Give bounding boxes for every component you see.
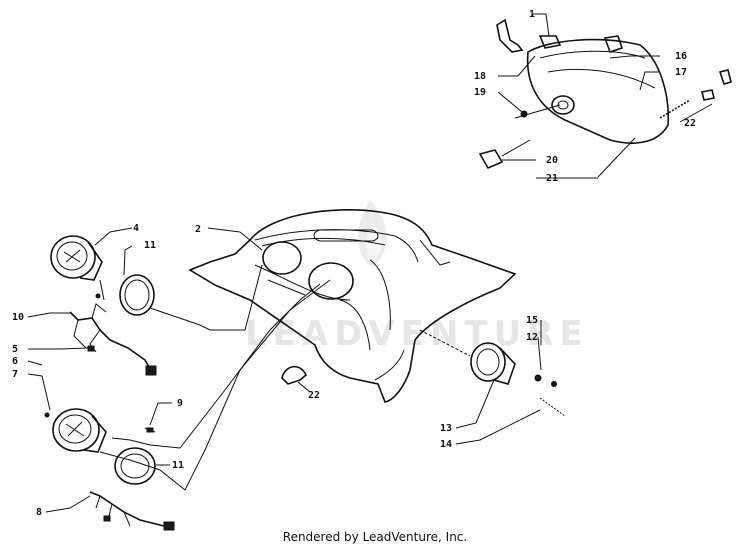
callout-8: 8 <box>36 507 42 518</box>
headlight-assembly-part <box>478 18 732 178</box>
bezel-clip-part <box>281 365 307 385</box>
callout-5: 5 <box>12 344 18 355</box>
wiring-harness-upper-part <box>69 303 157 376</box>
hood-console-part <box>188 209 517 403</box>
callout-15: 15 <box>526 315 538 326</box>
callout-20: 20 <box>546 155 558 166</box>
callout-11-upper: 11 <box>144 240 156 251</box>
callout-7: 7 <box>12 369 18 380</box>
callout-14: 14 <box>440 439 452 450</box>
callout-12: 12 <box>526 332 538 343</box>
callout-2: 2 <box>195 224 201 235</box>
tachometer-gauge-part <box>44 408 156 485</box>
footer-credit: Rendered by LeadVenture, Inc. <box>282 530 468 544</box>
callout-19: 19 <box>474 87 486 98</box>
callout-9: 9 <box>177 398 183 409</box>
leader-lines <box>27 13 713 513</box>
wiring-harness-lower-part <box>89 491 175 531</box>
callout-22-lower: 22 <box>308 390 320 401</box>
callout-labels: 1 2 4 5 6 7 8 9 10 11 11 12 13 14 15 16 … <box>12 9 696 518</box>
callout-22-upper: 22 <box>684 118 696 129</box>
callout-18: 18 <box>474 71 486 82</box>
callout-21: 21 <box>546 173 558 184</box>
callout-17: 17 <box>675 67 687 78</box>
callout-6: 6 <box>12 356 18 367</box>
speedometer-gauge-part <box>50 235 155 316</box>
callout-4: 4 <box>133 223 139 234</box>
fuel-gauge-part <box>470 342 566 417</box>
callout-1: 1 <box>529 9 535 20</box>
callout-13: 13 <box>440 423 452 434</box>
callout-16: 16 <box>675 51 687 62</box>
callout-10: 10 <box>12 312 24 323</box>
callout-11-lower: 11 <box>172 460 184 471</box>
